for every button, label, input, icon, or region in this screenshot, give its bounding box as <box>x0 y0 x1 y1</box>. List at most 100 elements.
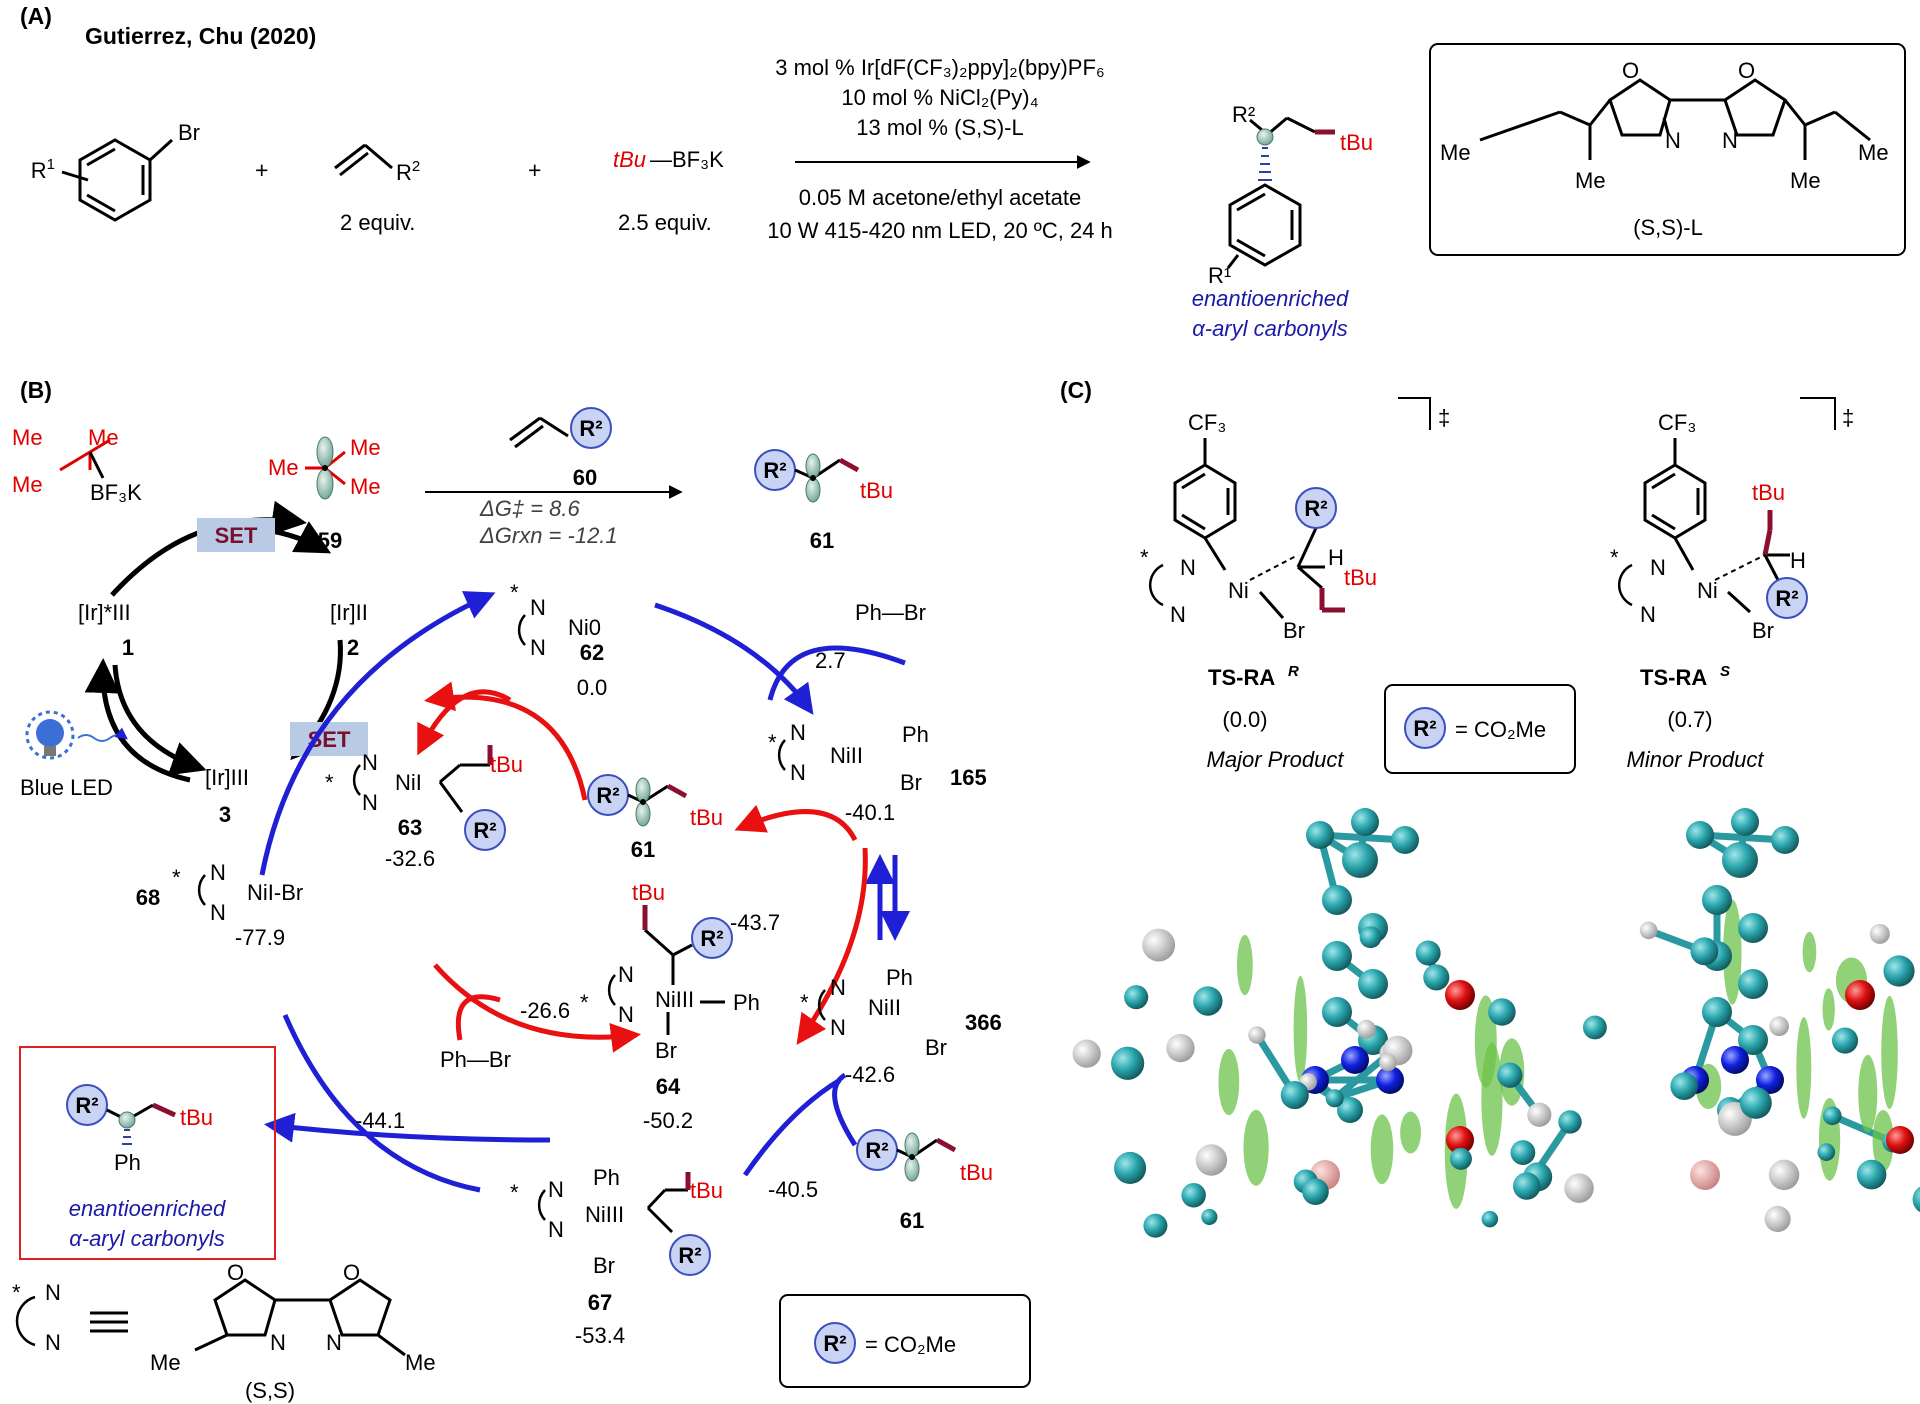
svg-text:H: H <box>1790 548 1806 573</box>
svg-text:N: N <box>830 1015 846 1040</box>
svg-text:*: * <box>1140 545 1149 570</box>
svg-text:N: N <box>45 1330 61 1355</box>
svg-text:N: N <box>270 1330 286 1355</box>
product-a-r1: R¹ <box>1208 263 1231 288</box>
svg-text:Br: Br <box>593 1253 615 1278</box>
svg-text:N: N <box>830 975 846 1000</box>
barrier-2-7: 2.7 <box>815 648 846 673</box>
svg-text:R²: R² <box>700 926 723 951</box>
svg-text:TS-RA: TS-RA <box>1640 665 1707 690</box>
model-atom <box>1912 1186 1920 1213</box>
svg-text:2: 2 <box>347 635 359 660</box>
model-atom <box>1582 1015 1607 1040</box>
nci-surface <box>1822 988 1835 1031</box>
svg-text:*: * <box>12 1280 21 1305</box>
product-a-caption-1: enantioenriched <box>1192 286 1349 311</box>
product-a-caption-2: α-aryl carbonyls <box>1192 316 1348 341</box>
svg-text:enantioenriched: enantioenriched <box>69 1196 226 1221</box>
svg-text:Br: Br <box>900 770 922 795</box>
svg-text:N: N <box>45 1280 61 1305</box>
model-atom <box>1721 1046 1749 1074</box>
conditions-above: 3 mol % Ir[dF(CF₃)₂ppy]₂(bpy)PF₆ 10 mol … <box>775 55 1105 140</box>
model-atom <box>1756 1066 1784 1094</box>
ts-ra-r: CF₃ R² H tBu * N N Ni Br <box>1140 397 1450 772</box>
nci-surface <box>1237 934 1253 996</box>
svg-text:N: N <box>1650 555 1666 580</box>
svg-text:tBu: tBu <box>180 1105 213 1130</box>
svg-text:α-aryl carbonyls: α-aryl carbonyls <box>69 1226 225 1251</box>
ligand-key: * N N O O N N Me Me (S,S) <box>12 1260 436 1403</box>
barrier-26-6: -26.6 <box>520 998 570 1023</box>
ligand-box <box>1429 43 1906 256</box>
svg-text:N: N <box>790 760 806 785</box>
svg-text:R²: R² <box>596 783 619 808</box>
barrier-44-1: -44.1 <box>355 1108 405 1133</box>
model-atom <box>1686 821 1714 849</box>
svg-text:Br: Br <box>655 1038 677 1063</box>
model-atom <box>1193 986 1223 1016</box>
model-atom <box>1124 985 1149 1010</box>
svg-text:0.0: 0.0 <box>577 675 608 700</box>
svg-text:3: 3 <box>219 802 231 827</box>
svg-text:62: 62 <box>580 640 604 665</box>
model-atom <box>1670 1072 1699 1101</box>
citation: Gutierrez, Chu (2020) <box>85 23 316 49</box>
model-atom <box>1690 937 1719 966</box>
svg-text:tBu: tBu <box>490 752 523 777</box>
svg-text:N: N <box>1722 128 1738 153</box>
svg-text:-40.1: -40.1 <box>845 800 895 825</box>
model-atom <box>1195 1144 1228 1176</box>
svg-text:*: * <box>800 990 809 1015</box>
svg-text:*: * <box>510 580 519 605</box>
model-atom <box>1822 1106 1842 1126</box>
model-atom <box>1351 808 1379 836</box>
model-atom <box>1488 998 1516 1026</box>
svg-text:Minor Product: Minor Product <box>1627 747 1765 772</box>
svg-text:Ph: Ph <box>114 1150 141 1175</box>
svg-text:N: N <box>362 750 378 775</box>
plus-1: + <box>255 157 268 183</box>
panel-c: (C) CF₃ R² H tBu * N N <box>1060 377 1920 1238</box>
svg-text:tBu: tBu <box>690 805 723 830</box>
nickel-cycle-red-arrows <box>417 681 868 1053</box>
svg-text:NiII: NiII <box>830 743 863 768</box>
svg-text:O: O <box>343 1260 360 1285</box>
svg-text:N: N <box>326 1330 342 1355</box>
svg-text:63: 63 <box>398 815 422 840</box>
model-atom <box>1166 1033 1195 1063</box>
svg-text:67: 67 <box>588 1290 612 1315</box>
product-a: R² tBu R¹ enantioenriched α-aryl carbony… <box>1192 102 1373 341</box>
svg-text:N: N <box>1665 128 1681 153</box>
svg-text:Ph: Ph <box>733 990 760 1015</box>
alkene-r2: R2 <box>396 158 420 185</box>
svg-text:Ph: Ph <box>593 1165 620 1190</box>
model-atom <box>1358 969 1388 999</box>
model-atom <box>1845 980 1875 1010</box>
svg-text:10 mol % NiCl₂(Py)₄: 10 mol % NiCl₂(Py)₄ <box>841 85 1038 110</box>
svg-text:R²: R² <box>678 1243 701 1268</box>
model-atom <box>1886 1126 1914 1154</box>
ir-ii: [Ir]II <box>330 600 368 625</box>
svg-text:CF₃: CF₃ <box>1188 410 1226 435</box>
dg-act: ΔG‡ = 8.6 <box>479 496 581 521</box>
ts-ra-s: CF₃ tBu H R² * N N Ni Br <box>1610 397 1854 772</box>
svg-text:N: N <box>618 962 634 987</box>
svg-text:S: S <box>1720 663 1730 680</box>
svg-text:Me: Me <box>1440 140 1471 165</box>
model-atom <box>1510 1140 1536 1165</box>
model-atom <box>1113 1151 1147 1185</box>
model-atom <box>1201 1208 1218 1225</box>
model-atom <box>1302 1178 1329 1205</box>
svg-text:N: N <box>618 1002 634 1027</box>
alkene-60: R² 60 <box>509 407 612 490</box>
nci-surface <box>1723 899 1742 1005</box>
svg-text:Ni: Ni <box>1228 578 1249 603</box>
model-atom <box>1817 1143 1836 1161</box>
radical-61-top: R² tBu 61 <box>754 449 893 553</box>
svg-text:N: N <box>530 595 546 620</box>
svg-text:*: * <box>580 990 589 1015</box>
panel-b-label: (B) <box>20 377 52 403</box>
ir-excited: [Ir]*III <box>78 600 131 625</box>
model-atom <box>1322 885 1352 915</box>
nci-surface <box>1881 995 1898 1109</box>
